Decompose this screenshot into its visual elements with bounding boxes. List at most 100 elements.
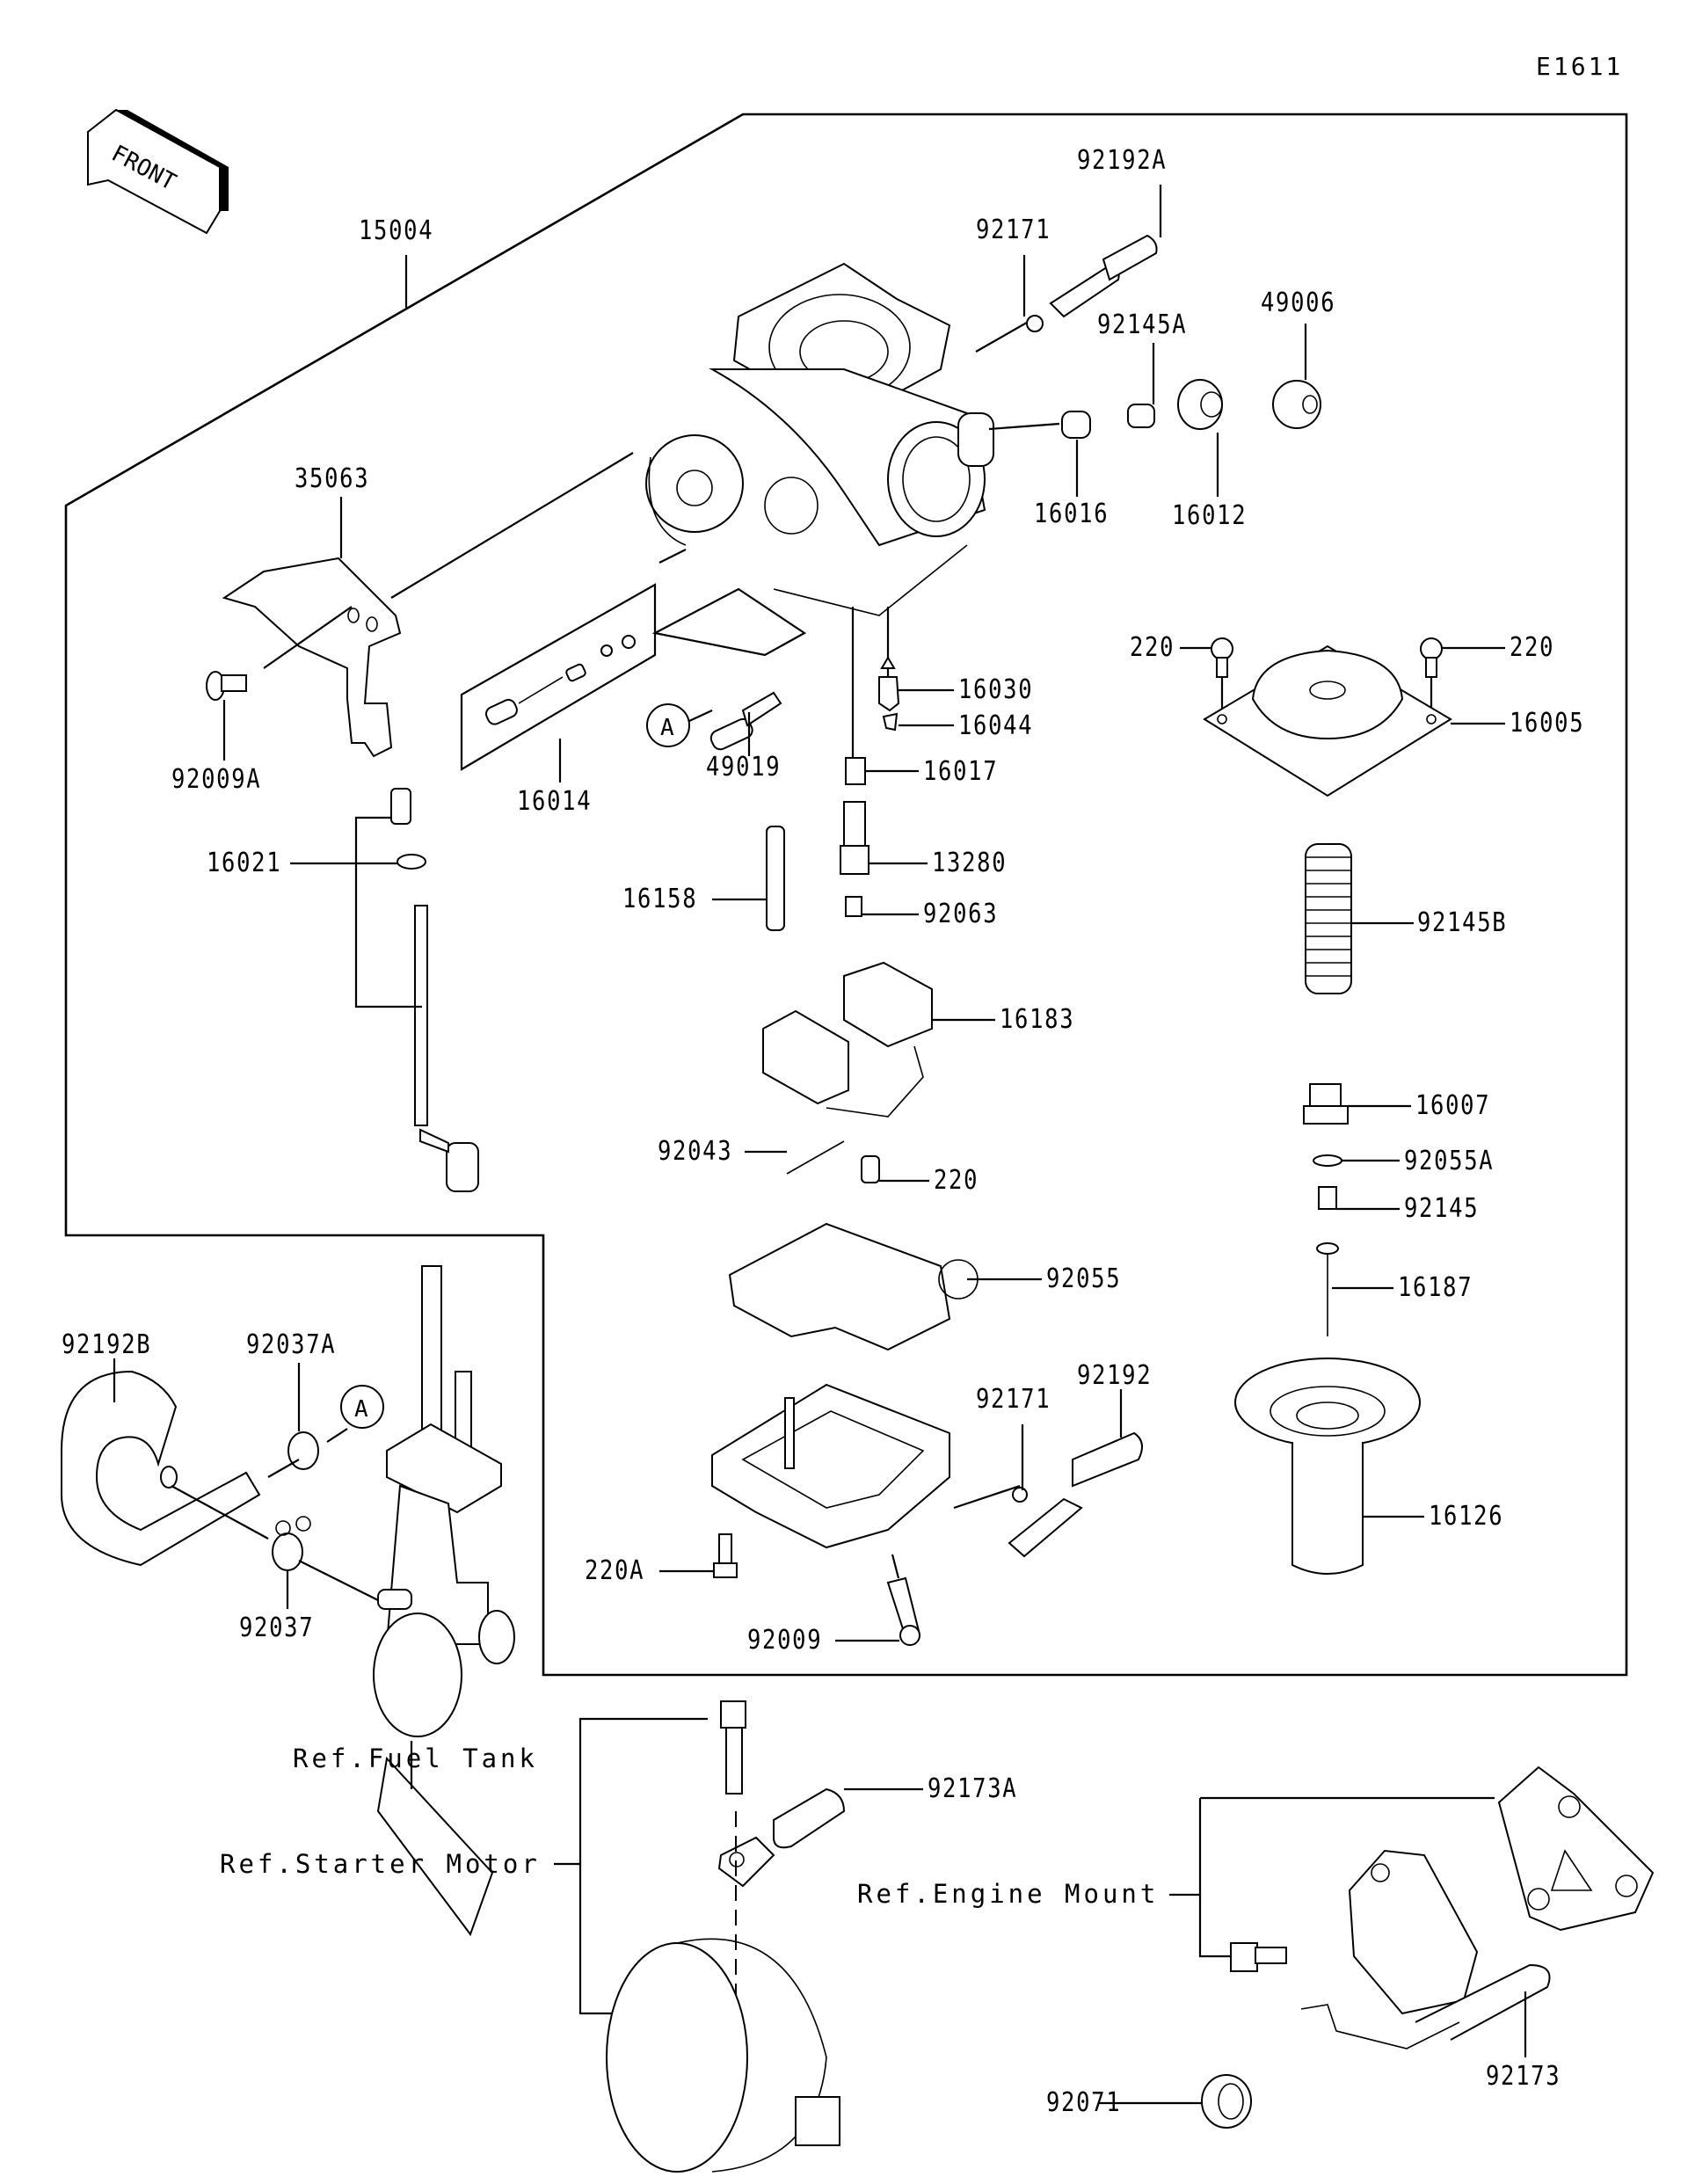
leader-drain-screw xyxy=(891,1554,900,1579)
float-valve-needle xyxy=(878,656,900,712)
drain-screw-92009 xyxy=(886,1576,920,1646)
part-label-16044[interactable]: 16044 xyxy=(958,710,1034,741)
part-label-16030[interactable]: 16030 xyxy=(958,674,1034,705)
svg-text:A: A xyxy=(660,715,674,741)
part-label-13280[interactable]: 13280 xyxy=(932,848,1008,878)
part-label-16158[interactable]: 16158 xyxy=(622,884,698,914)
main-jet xyxy=(845,896,862,917)
part-label-92063[interactable]: 92063 xyxy=(923,899,999,929)
part-label-16183[interactable]: 16183 xyxy=(1000,1004,1075,1035)
starter-spring xyxy=(1127,404,1155,428)
top-cover-16005 xyxy=(1203,644,1452,797)
bracket-screw xyxy=(206,671,247,701)
part-label-92171[interactable]: 92171 xyxy=(976,215,1051,245)
diaphragm-valve-16126 xyxy=(1234,1358,1421,1575)
pilot-screw-set xyxy=(484,635,636,725)
part-label-92037[interactable]: 92037 xyxy=(239,1613,315,1643)
part-label-16126[interactable]: 16126 xyxy=(1429,1501,1504,1532)
part-label-16017[interactable]: 16017 xyxy=(923,756,999,787)
wire-clip-92173A xyxy=(717,1787,846,1888)
part-label-49019[interactable]: 49019 xyxy=(706,752,782,783)
float-bowl-screw xyxy=(861,1155,880,1183)
starter-cap xyxy=(1272,380,1321,429)
reference-marker-a-top: A xyxy=(646,703,690,747)
reference-marker-a-bottom: A xyxy=(340,1385,384,1429)
engine-mount-bolt xyxy=(1230,1942,1287,1972)
part-label-220-right[interactable]: 220 xyxy=(1510,632,1555,663)
float-assembly xyxy=(762,961,933,1175)
part-label-49006[interactable]: 49006 xyxy=(1261,288,1336,318)
ref-label-fuel-tank[interactable]: Ref.Fuel Tank xyxy=(293,1744,538,1773)
wire-clip-92173 xyxy=(1300,1963,1551,2049)
part-label-220-float[interactable]: 220 xyxy=(934,1165,979,1196)
part-label-92192A[interactable]: 92192A xyxy=(1077,145,1168,176)
part-label-92055[interactable]: 92055 xyxy=(1046,1263,1122,1294)
ref-label-starter-motor[interactable]: Ref.Starter Motor xyxy=(220,1849,541,1879)
part-label-92192B[interactable]: 92192B xyxy=(62,1329,152,1360)
pilot-screw-set-box xyxy=(460,583,657,771)
part-label-92055A[interactable]: 92055A xyxy=(1404,1146,1495,1176)
part-label-92071[interactable]: 92071 xyxy=(1046,2087,1122,2118)
float-bowl xyxy=(711,1383,950,1549)
clip-92171-top xyxy=(1026,315,1044,332)
part-label-16007[interactable]: 16007 xyxy=(1415,1090,1491,1121)
throttle-cable-bracket xyxy=(222,557,402,758)
part-label-92173A[interactable]: 92173A xyxy=(928,1773,1018,1804)
part-label-92037A[interactable]: 92037A xyxy=(246,1329,337,1360)
part-label-15004[interactable]: 15004 xyxy=(359,215,434,246)
drain-screw-220A xyxy=(713,1533,738,1578)
air-jet-49019 xyxy=(709,691,782,751)
bracket-bolt xyxy=(720,1700,746,1795)
o-ring-92055A xyxy=(1313,1154,1342,1167)
part-label-16005[interactable]: 16005 xyxy=(1510,708,1585,739)
part-label-220-left[interactable]: 220 xyxy=(1130,632,1175,663)
drain-hose-92192 xyxy=(1008,1431,1143,1558)
part-label-92145[interactable]: 92145 xyxy=(1404,1193,1480,1224)
ref-label-engine-mount[interactable]: Ref.Engine Mount xyxy=(857,1879,1160,1909)
washer-16021 xyxy=(397,854,426,870)
clamp-92037A xyxy=(287,1431,319,1470)
needle-holder-16007 xyxy=(1303,1083,1349,1125)
engine-mount-plate xyxy=(1497,1765,1655,1932)
spring-92145 xyxy=(1318,1186,1337,1210)
diagram-code: E1611 xyxy=(1536,52,1624,81)
assembly-outline-box xyxy=(64,113,1628,1677)
part-label-92192[interactable]: 92192 xyxy=(1077,1360,1153,1391)
throttle-stop-screw xyxy=(414,905,479,1192)
starter-motor-cover xyxy=(606,1938,840,2173)
clamp-92037 xyxy=(272,1516,311,1571)
pilot-jet xyxy=(766,826,785,931)
grommet-92071 xyxy=(1201,2074,1252,2129)
throttle-stop-spring xyxy=(390,788,411,825)
carburetor-body xyxy=(645,262,994,616)
part-label-16016[interactable]: 16016 xyxy=(1034,499,1110,529)
part-label-92009[interactable]: 92009 xyxy=(747,1625,823,1656)
starter-plunger xyxy=(1061,411,1091,439)
part-label-35063[interactable]: 35063 xyxy=(295,463,370,494)
part-label-16014[interactable]: 16014 xyxy=(517,786,593,817)
part-label-16012[interactable]: 16012 xyxy=(1172,500,1248,531)
part-label-92145A[interactable]: 92145A xyxy=(1097,309,1188,340)
needle-jet xyxy=(840,801,869,875)
throttle-return-spring-92145B xyxy=(1305,843,1352,994)
part-label-92145B[interactable]: 92145B xyxy=(1417,907,1508,938)
front-arrow-icon: FRONT xyxy=(87,108,229,235)
fuel-tap xyxy=(373,1265,515,1937)
float-bowl-gasket xyxy=(728,1222,951,1351)
engine-mount-bracket xyxy=(1348,1849,1479,2015)
starter-nut xyxy=(1177,379,1223,430)
top-cover-screw-left xyxy=(1211,637,1233,678)
part-label-92171-bottom[interactable]: 92171 xyxy=(976,1384,1051,1415)
float-clip xyxy=(882,712,899,732)
part-label-92043[interactable]: 92043 xyxy=(658,1136,733,1167)
part-label-92173[interactable]: 92173 xyxy=(1486,2061,1561,2092)
part-label-220A[interactable]: 220A xyxy=(585,1555,645,1586)
part-label-16187[interactable]: 16187 xyxy=(1398,1272,1473,1303)
jet-needle-16187 xyxy=(1316,1242,1339,1336)
fuel-hose-92192B xyxy=(61,1370,261,1567)
part-label-16021[interactable]: 16021 xyxy=(207,848,282,878)
part-label-92009A[interactable]: 92009A xyxy=(171,764,262,795)
svg-text:A: A xyxy=(354,1396,368,1423)
